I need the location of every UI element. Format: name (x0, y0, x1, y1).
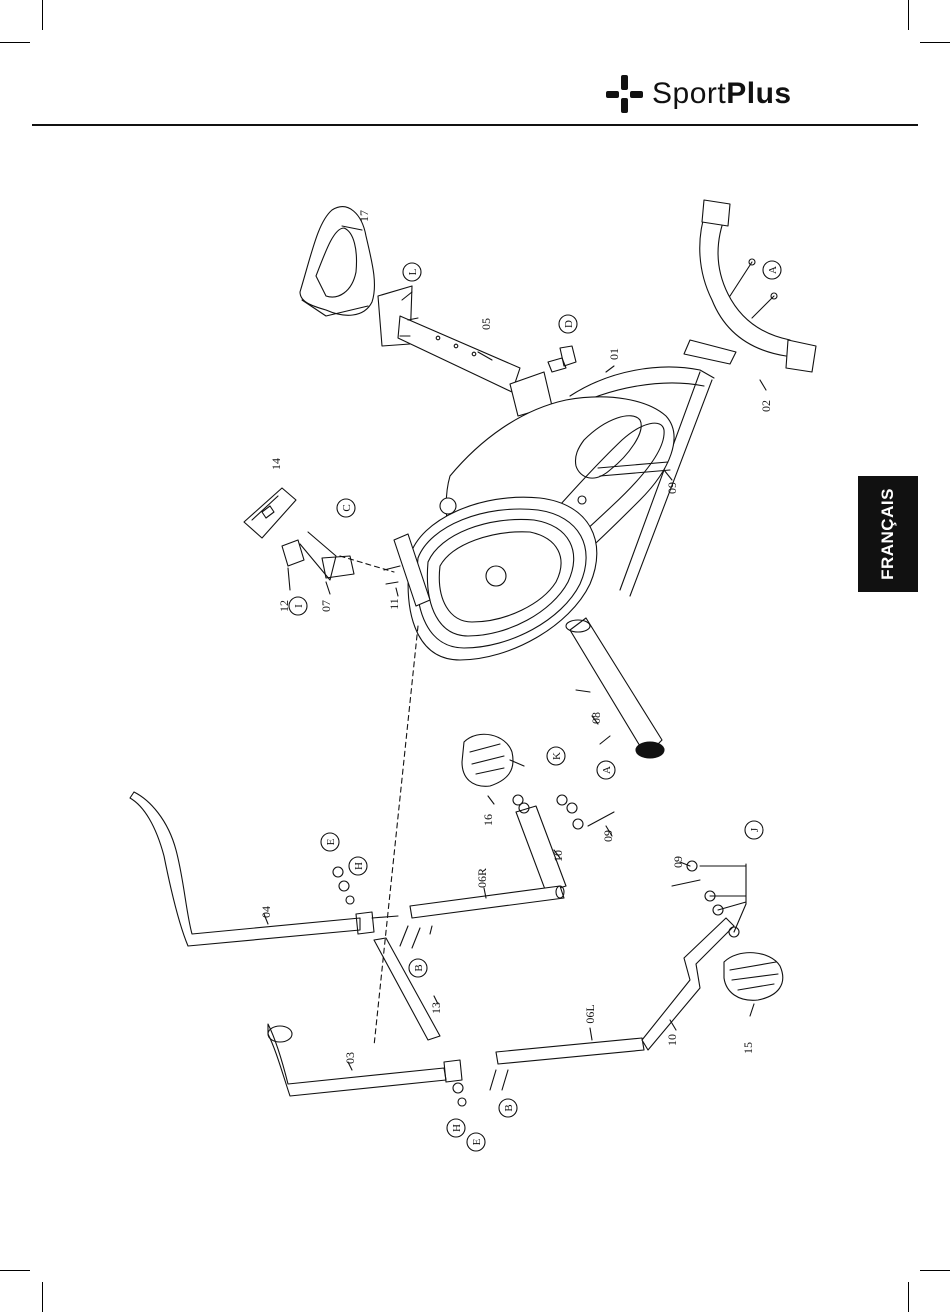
hardware-letter-label: I (293, 604, 305, 608)
nuts-j-part (672, 861, 746, 937)
handle-tube-right-part (410, 886, 564, 918)
console-mast-part (282, 532, 354, 580)
part-number-label: 14 (269, 458, 283, 470)
hardware-letter-label: H (353, 862, 365, 870)
hardware-letter-label: E (471, 1138, 483, 1145)
hardware-letter-label: A (767, 266, 779, 274)
part-number-label: 06L (583, 1004, 597, 1023)
part-number-label: 17 (357, 210, 371, 222)
nuts-eh-right-part (333, 867, 354, 904)
hardware-letter-label: E (325, 838, 337, 845)
part-number-label: 15 (741, 1042, 755, 1054)
part-number-label: 04 (259, 906, 273, 918)
handle-tube-left-part (496, 1038, 644, 1064)
part-number-label: 03 (343, 1052, 357, 1064)
hardware-letter-label: C (341, 504, 353, 511)
hardware-letter-label: H (451, 1124, 463, 1132)
hardware-letter-label: B (503, 1104, 515, 1111)
assembly-guide-line (340, 556, 394, 572)
handlebar-part (684, 200, 816, 372)
hardware-letter-label: L (407, 268, 419, 275)
part-number-label: 09 (665, 482, 679, 494)
bolts-b-right-part (400, 926, 432, 948)
crank-arm-right-part (516, 803, 566, 892)
hardware-letter-label: D (563, 320, 575, 328)
pedal-right-part (462, 734, 524, 786)
crank-arm-left-part (642, 918, 734, 1050)
seat-part (300, 207, 374, 316)
console-part (244, 488, 296, 538)
seat-post-part (378, 286, 520, 392)
hardware-letter-label: K (551, 752, 563, 760)
part-number-label: 13 (429, 1002, 443, 1014)
part-number-label: 06R (475, 868, 489, 888)
seat-knob-part (548, 346, 576, 372)
part-number-label: 02 (759, 400, 773, 412)
part-number-label: 16 (481, 814, 495, 826)
hardware-letter-label: A (601, 766, 613, 774)
part-number-label: 07 (319, 600, 333, 612)
part-number-label: 05 (479, 318, 493, 330)
part-number-label: 09 (601, 830, 615, 842)
bolts-b-left-part (490, 1070, 508, 1090)
part-number-label: 10 (551, 850, 565, 862)
hardware-letter-label: B (413, 964, 425, 971)
part-number-label: 12 (277, 600, 291, 612)
rear-stabilizer-part (566, 618, 664, 758)
fan-wheel-part (408, 497, 597, 660)
hardware-letter-label: J (749, 827, 761, 832)
part-number-label: 08 (589, 712, 603, 724)
part-number-label: 01 (607, 348, 621, 360)
pedal-left-part (724, 953, 783, 1001)
part-number-label: 10 (665, 1034, 679, 1046)
part-number-label: 09 (671, 856, 685, 868)
part-number-label: 11 (387, 598, 401, 610)
nuts-eh-left-part (453, 1083, 466, 1106)
